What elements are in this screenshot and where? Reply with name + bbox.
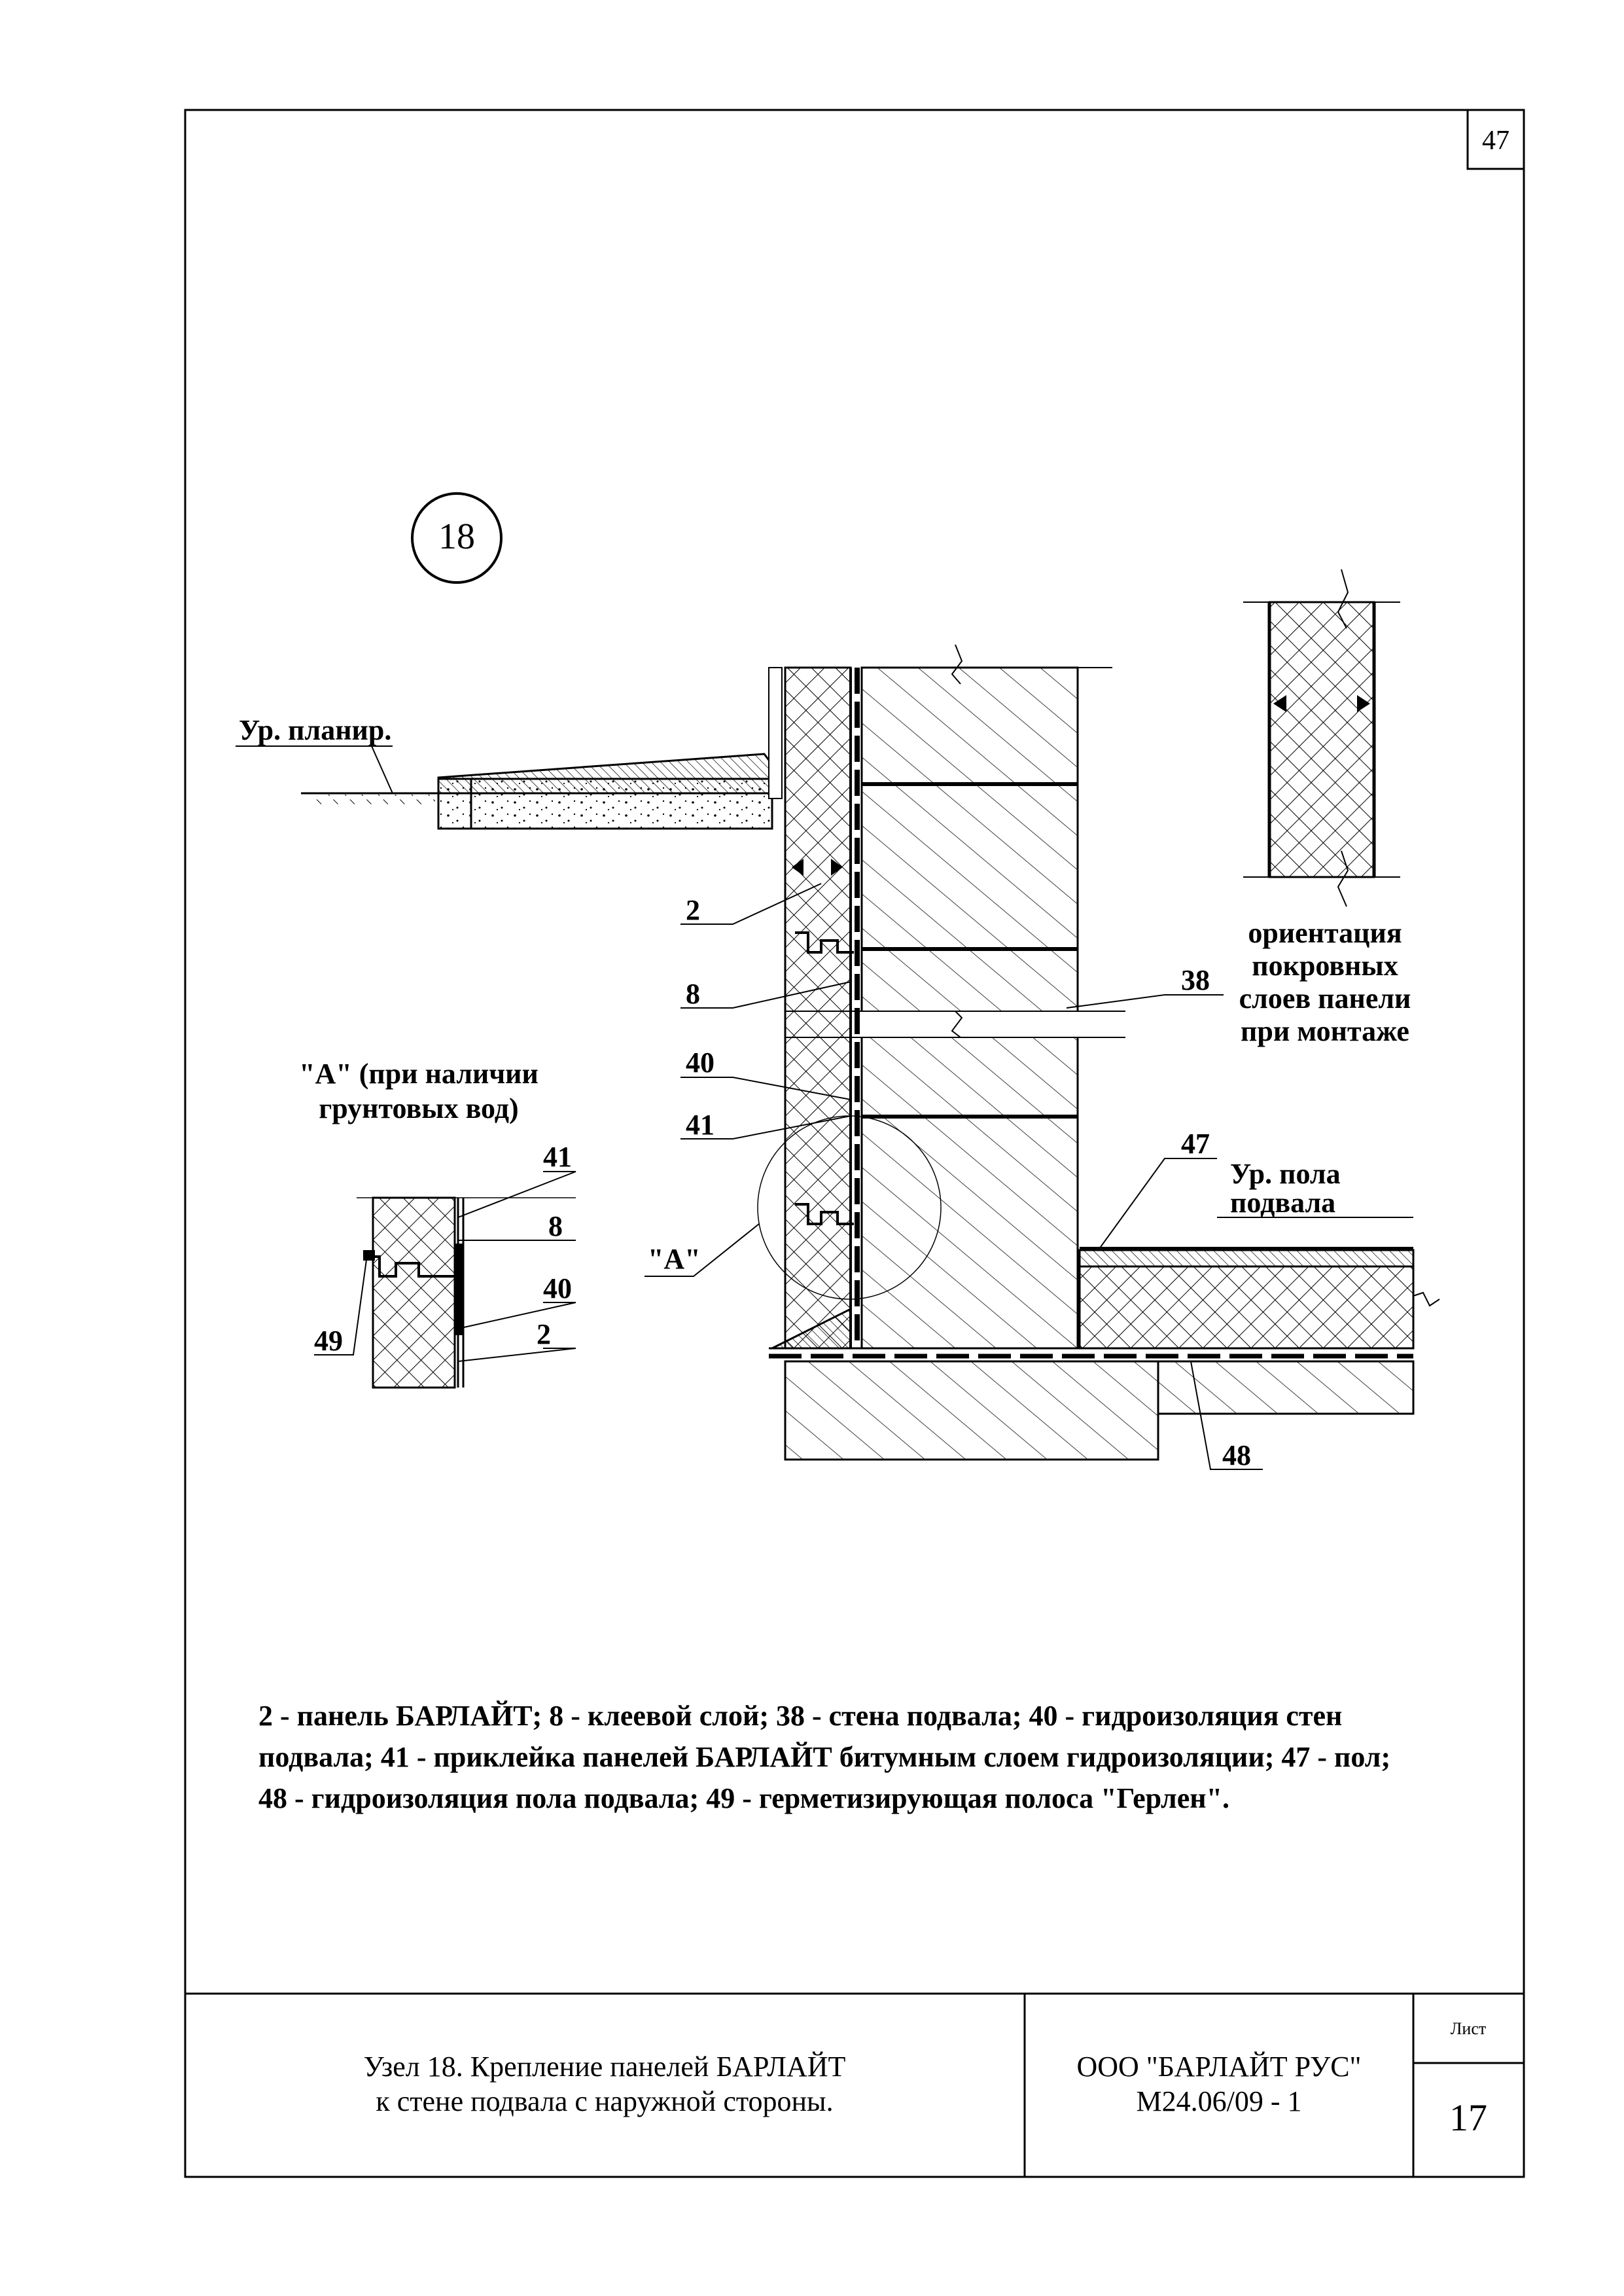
legend-line-3: 48 - гидроизоляция пола подвала; 49 - ге… (258, 1782, 1230, 1814)
callout-41: 41 (686, 1109, 715, 1141)
sheet-number: 17 (1449, 2096, 1487, 2139)
basement-wall (785, 644, 1125, 1350)
title-line-1: Узел 18. Крепление панелей БАРЛАЙТ (364, 2051, 846, 2083)
title-block: Узел 18. Крепление панелей БАРЛАЙТ к сте… (364, 2019, 1487, 2139)
sheet-label: Лист (1451, 2019, 1486, 2038)
node-number-circle (411, 492, 503, 584)
legend-line-1: 2 - панель БАРЛАЙТ; 8 - клеевой слой; 38… (258, 1700, 1343, 1732)
detail-callout-2: 2 (537, 1318, 551, 1350)
corner-number: 47 (1482, 126, 1509, 156)
callout-40: 40 (686, 1047, 715, 1079)
orientation-detail (1243, 569, 1400, 907)
detail-callout-49: 49 (314, 1325, 343, 1357)
document-code: М24.06/09 - 1 (1137, 2085, 1302, 2117)
floor-level-label-1: Ур. пола (1230, 1158, 1341, 1190)
orientation-label-2: покровных (1252, 950, 1398, 982)
legend-line-2: подвала; 41 - приклейка панелей БАРЛАЙТ … (258, 1741, 1391, 1773)
detail-callout-41: 41 (543, 1141, 572, 1173)
grade-level-label: Ур. планир. (239, 714, 391, 746)
title-line-2: к стене подвала с наружной стороны. (376, 2085, 833, 2117)
callout-8: 8 (686, 978, 700, 1010)
grade-area (301, 745, 773, 830)
footing (769, 1247, 1440, 1461)
detail-callout-8: 8 (548, 1210, 563, 1242)
callout-2: 2 (686, 894, 700, 926)
callout-48: 48 (1222, 1439, 1251, 1471)
company-name: ООО "БАРЛАЙТ РУС" (1076, 2051, 1361, 2083)
detail-a-title-1: "А" (при наличии (299, 1058, 538, 1090)
callout-38: 38 (1181, 964, 1210, 996)
orientation-label-3: слоев панели (1239, 982, 1411, 1014)
node-number: 18 (438, 516, 475, 557)
detail-callout-40: 40 (543, 1272, 572, 1304)
floor-level-label-2: подвала (1230, 1187, 1335, 1219)
leader-lines (236, 745, 1413, 1470)
callout-a: "А" (648, 1243, 701, 1275)
sheet-frame (184, 109, 1525, 2178)
orientation-label-4: при монтаже (1241, 1015, 1409, 1047)
detail-a-title-2: грунтовых вод) (319, 1092, 518, 1124)
callout-47: 47 (1181, 1128, 1210, 1160)
drawing-labels: 47 18 Ур. планир. ориентация покровных с… (239, 126, 1509, 1471)
orientation-label-1: ориентация (1248, 917, 1402, 949)
detail-a-section (357, 1196, 576, 1389)
legend-text: 2 - панель БАРЛАЙТ; 8 - клеевой слой; 38… (258, 1695, 1554, 1819)
